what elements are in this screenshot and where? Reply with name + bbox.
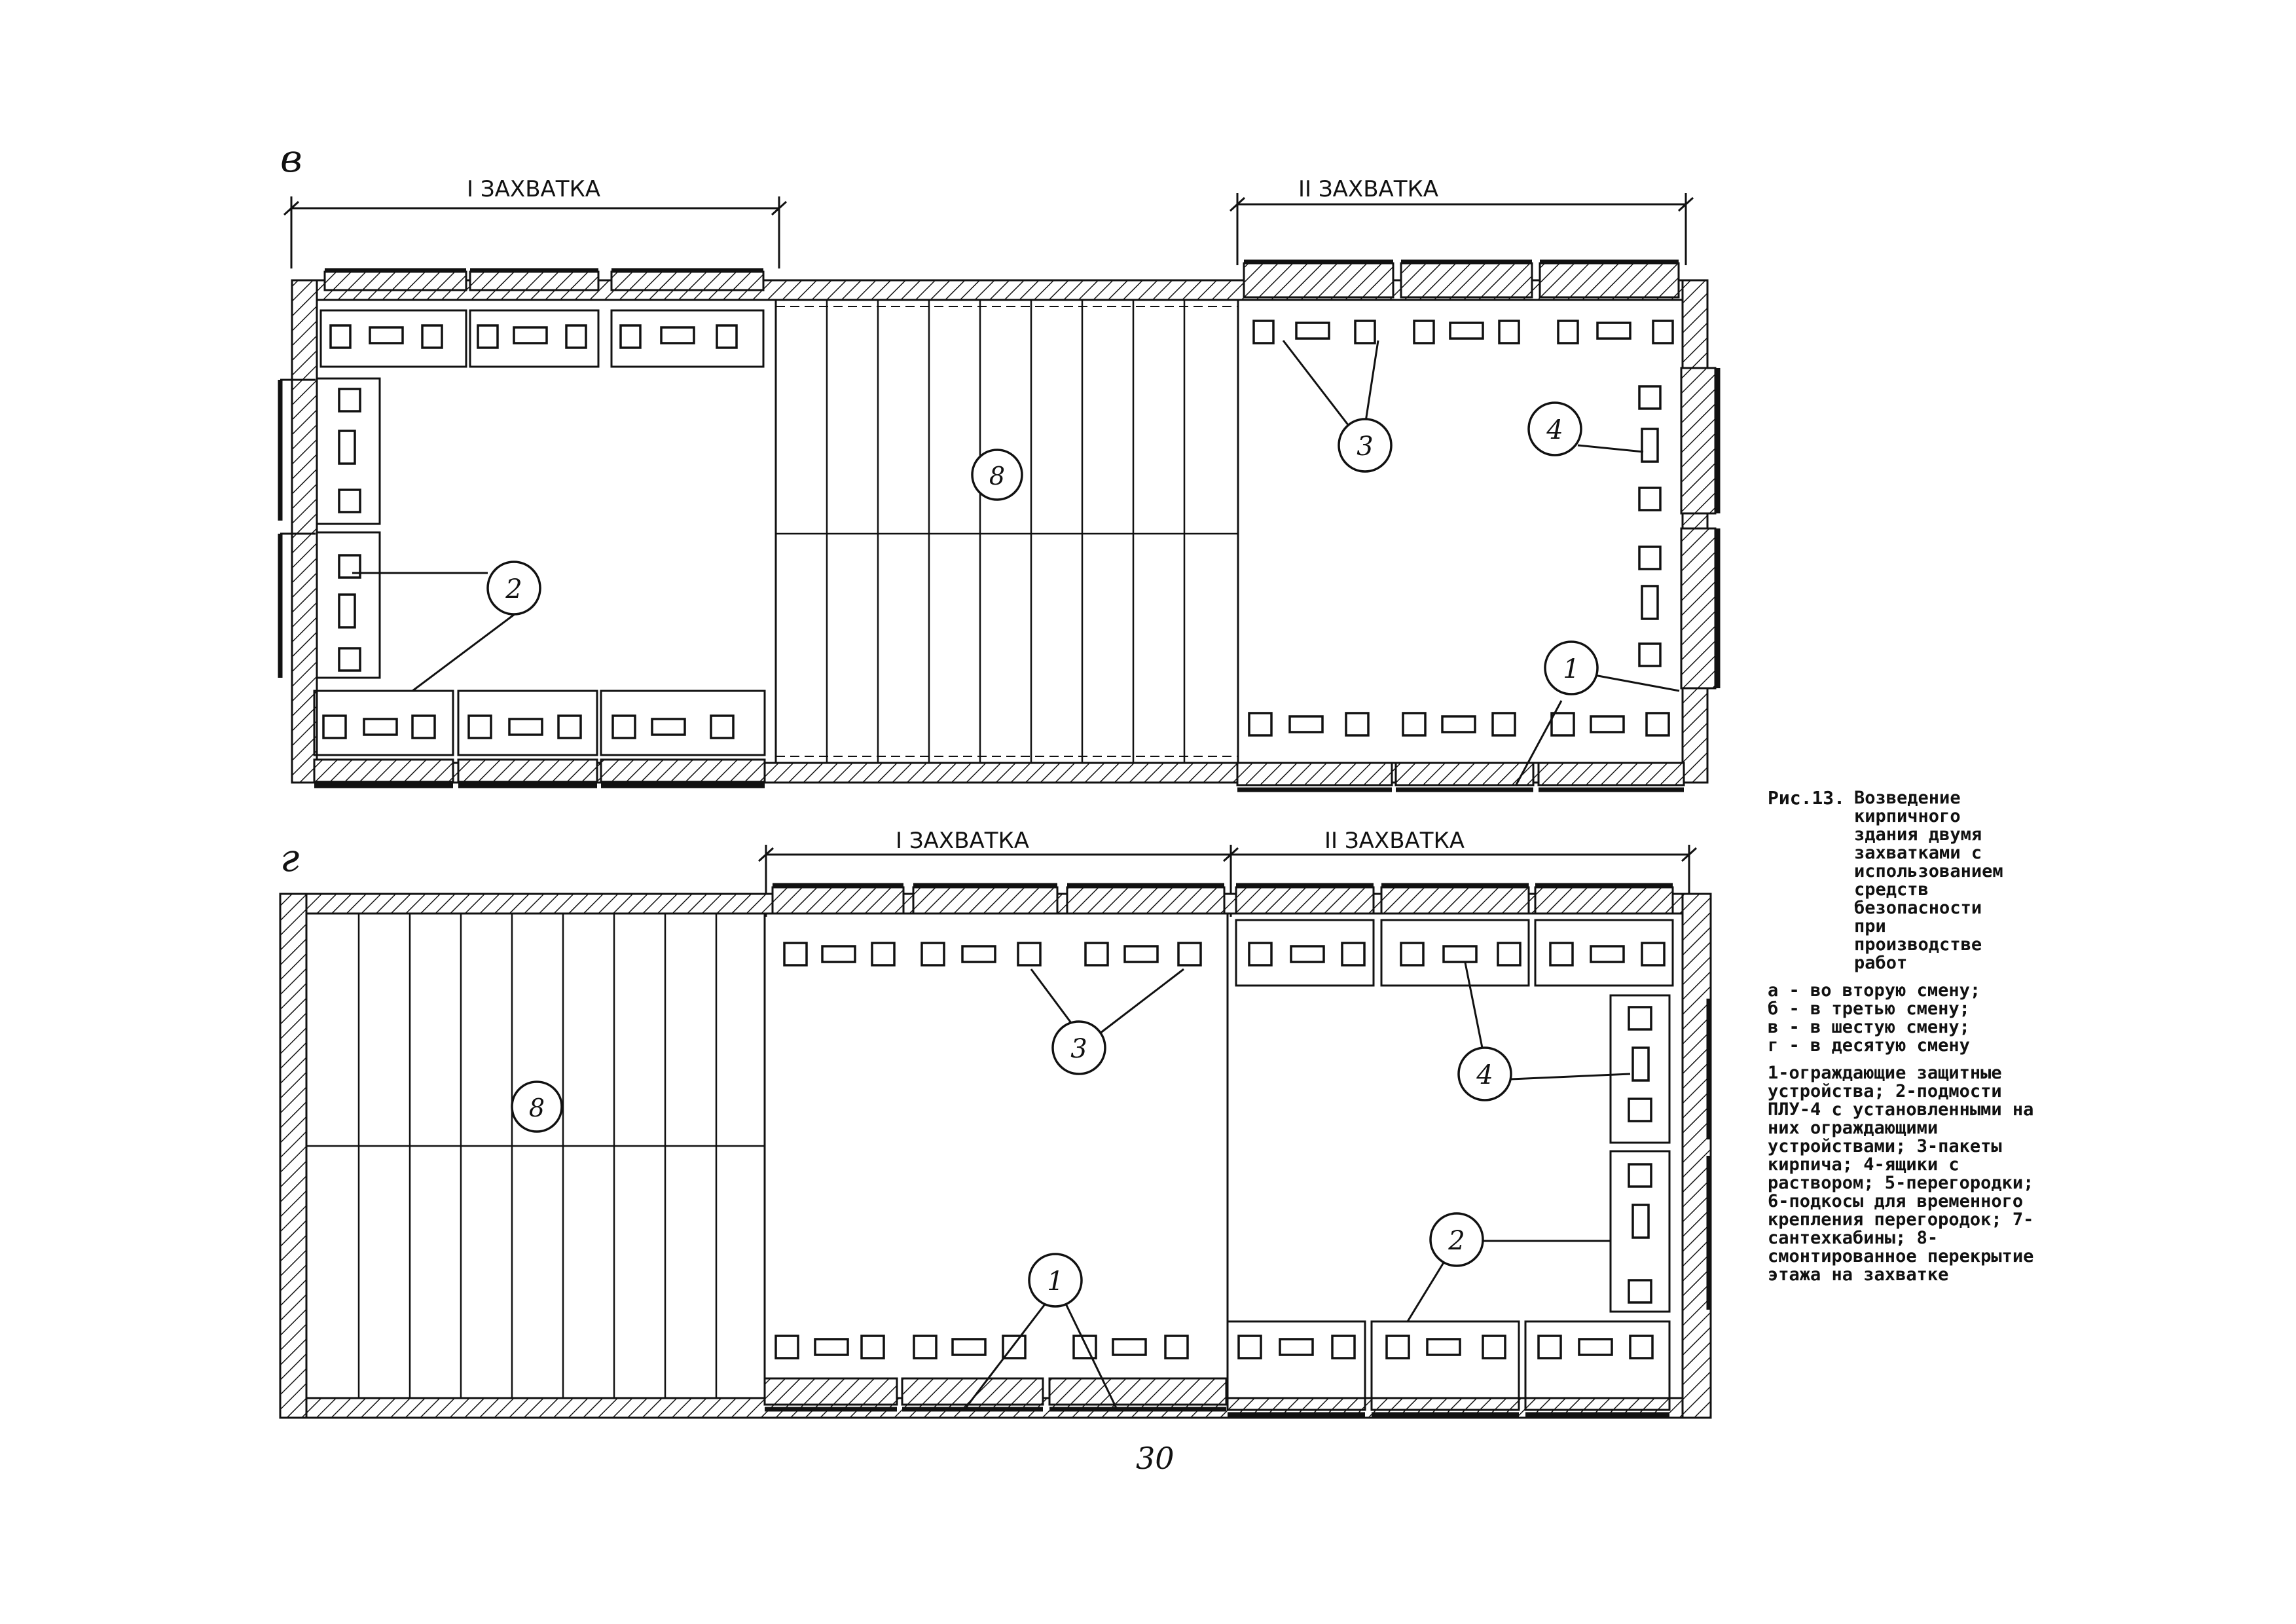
panel-letter: в bbox=[280, 136, 302, 181]
leader-lines bbox=[964, 962, 1631, 1409]
svg-text:8: 8 bbox=[989, 462, 1005, 490]
scaffold-row bbox=[313, 690, 766, 788]
callout-3: 3 bbox=[1051, 1020, 1106, 1075]
panel-g: г I ЗАХВАТКА II ЗАХВАТКА bbox=[279, 828, 1712, 1419]
scaffold-row bbox=[319, 268, 765, 368]
callout-2: 2 bbox=[1429, 1212, 1484, 1267]
callout-3: 3 bbox=[1338, 418, 1393, 473]
zone-label-1: I ЗАХВАТКА bbox=[896, 828, 1029, 854]
panel-v: в I ЗАХВАТКА II ЗАХВАТКА bbox=[278, 136, 1721, 792]
svg-text:3: 3 bbox=[1070, 1034, 1087, 1064]
legend-text: 1-ограждающие защитные устройства; 2-под… bbox=[1768, 1063, 2034, 1285]
zone-label-1: I ЗАХВАТКА bbox=[467, 176, 600, 202]
svg-text:3: 3 bbox=[1357, 432, 1373, 462]
svg-text:8: 8 bbox=[529, 1094, 545, 1122]
page-number: 30 bbox=[1136, 1441, 1175, 1476]
stage-item: в - в шестую смену; bbox=[1768, 1017, 1970, 1037]
zone-label-2: II ЗАХВАТКА bbox=[1324, 828, 1465, 854]
stage-item: б - в третью смену; bbox=[1768, 999, 1970, 1019]
scaffold-row bbox=[1236, 762, 1685, 792]
floor-slab bbox=[774, 299, 1239, 764]
svg-text:1: 1 bbox=[1047, 1266, 1063, 1297]
svg-text:4: 4 bbox=[1476, 1060, 1493, 1090]
callout-2: 2 bbox=[486, 561, 541, 616]
callout-8: 8 bbox=[511, 1080, 563, 1133]
callout-4: 4 bbox=[1527, 401, 1582, 456]
svg-text:2: 2 bbox=[505, 574, 522, 604]
callout-4: 4 bbox=[1457, 1046, 1512, 1101]
slab-lines bbox=[306, 913, 765, 1398]
scaffold-row bbox=[771, 883, 1674, 987]
scaffold-column bbox=[1680, 367, 1721, 690]
brick-packages bbox=[774, 942, 1666, 1359]
callout-1: 1 bbox=[1544, 640, 1599, 695]
leader-lines bbox=[352, 340, 1680, 786]
zone-dimension-1 bbox=[283, 196, 788, 268]
scaffold-column bbox=[278, 377, 381, 679]
callout-1: 1 bbox=[1028, 1253, 1083, 1308]
stage-item: а - во вторую смену; bbox=[1768, 980, 1981, 1001]
brick-packages bbox=[322, 320, 1674, 739]
stage-item: г - в десятую смену bbox=[1768, 1035, 1970, 1056]
svg-text:4: 4 bbox=[1546, 415, 1563, 445]
zone-dimension-2 bbox=[1229, 193, 1694, 265]
figure-caption: Рис.13. Возведение кирпичного здания дву… bbox=[1768, 789, 2043, 1284]
stage-list: а - во вторую смену; б - в третью смену;… bbox=[1768, 982, 2043, 1055]
panel-letter: г bbox=[280, 836, 299, 880]
slab-lines bbox=[776, 300, 1238, 763]
scaffold-row bbox=[763, 1320, 1671, 1417]
zone-label-2: II ЗАХВАТКА bbox=[1298, 176, 1438, 202]
svg-text:1: 1 bbox=[1563, 654, 1579, 684]
figure-title: Возведение кирпичного здания двумя захва… bbox=[1854, 788, 2003, 973]
floor-slab bbox=[305, 912, 766, 1399]
callout-8: 8 bbox=[971, 449, 1023, 501]
scaffold-row bbox=[1243, 259, 1680, 299]
svg-text:2: 2 bbox=[1448, 1226, 1465, 1256]
scaffold-column bbox=[1609, 994, 1711, 1313]
figure-number: Рис.13. bbox=[1768, 787, 1846, 809]
